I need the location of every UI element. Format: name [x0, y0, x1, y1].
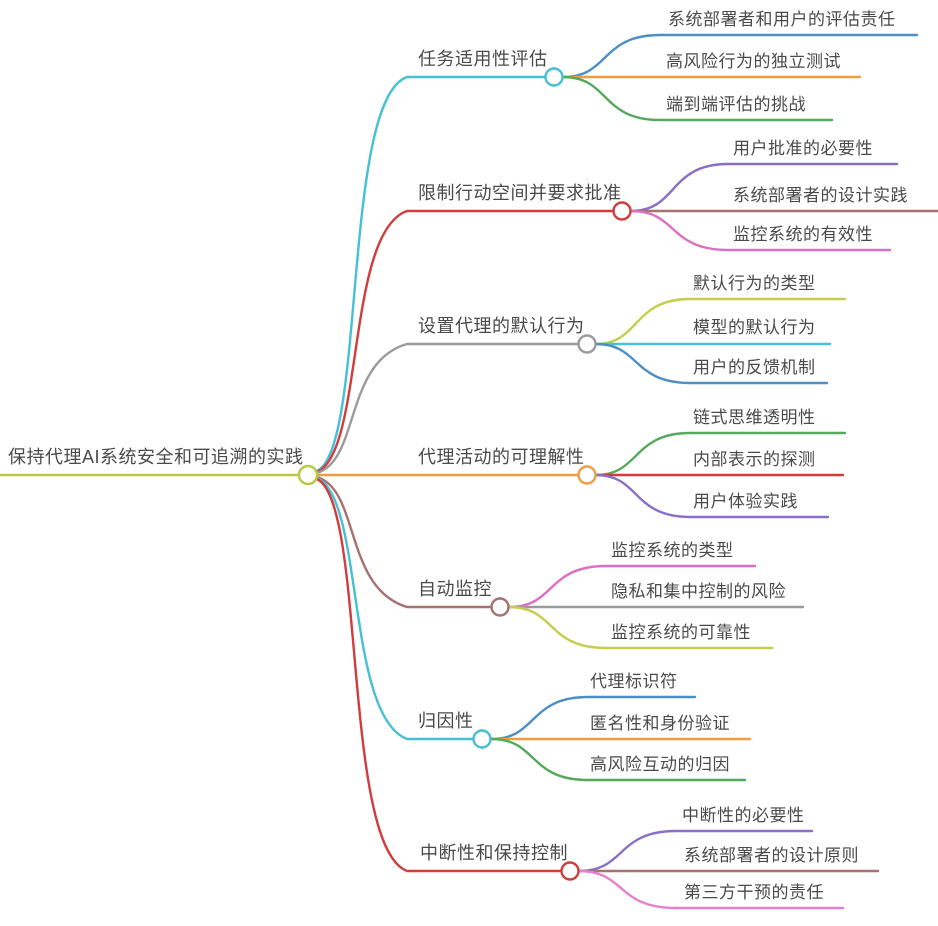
branch-6-node-handle[interactable] — [472, 729, 492, 749]
branch-7-child-3-label[interactable]: 第三方干预的责任 — [684, 883, 824, 902]
branch-1-child-1-connector — [561, 33, 919, 79]
branch-4-node-handle[interactable] — [577, 465, 597, 485]
branch-7-connector — [315, 477, 563, 873]
branch-2-label[interactable]: 限制行动空间并要求批准 — [418, 183, 622, 203]
branch-3-child-2-label[interactable]: 模型的默认行为 — [693, 318, 816, 337]
branch-6-child-1-connector — [489, 695, 697, 741]
branch-6-child-3-label[interactable]: 高风险互动的归因 — [590, 755, 730, 774]
branch-7-label[interactable]: 中断性和保持控制 — [420, 843, 568, 863]
branch-2-child-2-label[interactable]: 系统部署者的设计实践 — [733, 186, 908, 205]
branch-7-node-handle[interactable] — [560, 861, 580, 881]
branch-4-label[interactable]: 代理活动的可理解性 — [418, 447, 585, 467]
branch-6-connector — [315, 476, 475, 741]
branch-1-child-3-label[interactable]: 端到端评估的挑战 — [666, 95, 806, 114]
branch-3-child-1-connector — [594, 297, 847, 346]
branch-6-label[interactable]: 归因性 — [418, 711, 474, 731]
branch-7-child-1-connector — [577, 829, 814, 873]
branch-4-child-1-label[interactable]: 链式思维透明性 — [693, 408, 816, 427]
branch-4-child-3-connector — [594, 473, 830, 519]
branch-5-connector — [315, 475, 493, 609]
branch-2-node-handle[interactable] — [612, 201, 632, 221]
branch-1-node-handle[interactable] — [544, 67, 564, 87]
branch-5-child-3-label[interactable]: 监控系统的可靠性 — [611, 623, 751, 642]
branch-7-child-3-connector — [577, 869, 845, 910]
branch-7-child-2-label[interactable]: 系统部署者的设计原则 — [684, 846, 859, 865]
branch-1-label[interactable]: 任务适用性评估 — [418, 49, 548, 69]
branch-3-child-3-label[interactable]: 用户的反馈机制 — [693, 358, 816, 377]
branch-3-connector — [315, 342, 580, 475]
branch-6-child-2-label[interactable]: 匿名性和身份验证 — [590, 714, 730, 733]
branch-5-child-2-label[interactable]: 隐私和集中控制的风险 — [611, 582, 786, 601]
root-node-handle[interactable] — [297, 464, 319, 486]
branch-2-connector — [315, 209, 615, 474]
branch-4-child-3-label[interactable]: 用户体验实践 — [693, 492, 798, 511]
branch-2-child-1-label[interactable]: 用户批准的必要性 — [733, 139, 873, 158]
branch-3-child-3-connector — [594, 342, 829, 385]
branch-1-connector — [315, 75, 547, 473]
branch-7-child-1-label[interactable]: 中断性的必要性 — [682, 806, 805, 825]
branch-5-node-handle[interactable] — [490, 597, 510, 617]
branch-4-child-1-connector — [594, 431, 847, 477]
branch-5-child-1-label[interactable]: 监控系统的类型 — [611, 541, 734, 560]
branch-1-child-1-label[interactable]: 系统部署者和用户的评估责任 — [668, 10, 896, 29]
root-node-label[interactable]: 保持代理AI系统安全和可追溯的实践 — [8, 447, 304, 467]
branch-6-child-1-label[interactable]: 代理标识符 — [590, 672, 678, 691]
branch-5-child-3-connector — [507, 605, 774, 650]
branch-2-child-1-connector — [629, 162, 899, 213]
branch-3-node-handle[interactable] — [577, 334, 597, 354]
branch-3-label[interactable]: 设置代理的默认行为 — [418, 316, 585, 336]
branch-2-child-3-label[interactable]: 监控系统的有效性 — [733, 225, 873, 244]
branch-6-child-3-connector — [489, 737, 747, 782]
branch-5-child-1-connector — [507, 564, 757, 609]
branch-3-child-1-label[interactable]: 默认行为的类型 — [693, 274, 816, 293]
branch-1-child-3-connector — [561, 75, 834, 122]
branch-5-label[interactable]: 自动监控 — [418, 579, 492, 599]
branch-4-child-2-label[interactable]: 内部表示的探测 — [693, 450, 816, 469]
branch-1-child-2-label[interactable]: 高风险行为的独立测试 — [666, 52, 841, 71]
branch-2-child-3-connector — [629, 209, 892, 252]
